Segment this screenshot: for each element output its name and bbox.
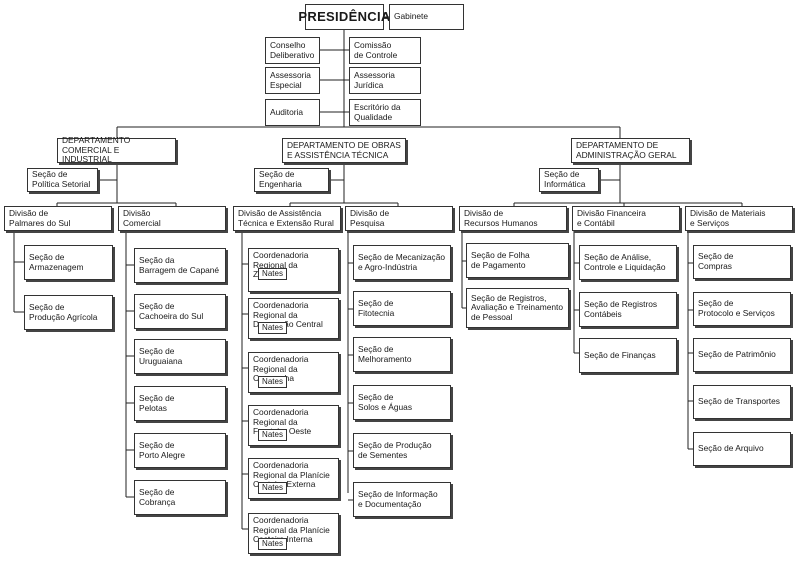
- nates-box: Nates: [258, 322, 287, 334]
- conselho-deliberativo-box: Conselho Deliberativo: [265, 37, 320, 64]
- div-palmares-do-sul: Divisão de Palmares do Sul: [4, 206, 112, 231]
- secao-palmares-item: Seção de Produção Agrícola: [24, 295, 113, 330]
- div-financeira-contabil: Divisão Financeira e Contábil: [572, 206, 680, 231]
- escritorio-qualidade-box: Escritório da Qualidade: [349, 99, 421, 126]
- secao-comercial-item: Seção de Cobrança: [134, 480, 226, 515]
- secao-materiais-item: Seção de Patrimônio: [693, 338, 791, 372]
- div-assistencia-tecnica: Divisão de Assistência Técnica e Extensã…: [233, 206, 341, 231]
- secao-engenharia: Seção de Engenharia: [254, 168, 329, 192]
- assessoria-especial-box: Assessoria Especial: [265, 67, 320, 94]
- secao-materiais-item: Seção de Compras: [693, 245, 791, 279]
- dept-comercial-industrial: DEPARTAMENTO COMERCIAL E INDUSTRIAL: [57, 135, 176, 164]
- nates-box: Nates: [258, 376, 287, 388]
- secao-comercial-item: Seção de Porto Alegre: [134, 433, 226, 468]
- secao-comercial-item: Seção da Barragem de Capané: [134, 248, 226, 283]
- secao-materiais-item: Seção de Arquivo: [693, 432, 791, 466]
- secao-materiais-item: Seção de Transportes: [693, 385, 791, 419]
- secao-comercial-item: Seção de Pelotas: [134, 386, 226, 421]
- div-recursos-humanos: Divisão de Recursos Humanos: [459, 206, 567, 231]
- secao-comercial-item: Seção de Cachoeira do Sul: [134, 294, 226, 329]
- assessoria-juridica-box: Assessoria Jurídica: [349, 67, 421, 94]
- presidencia-box: PRESIDÊNCIA: [298, 4, 390, 30]
- dept-administracao-geral: DEPARTAMENTO DE ADMINISTRAÇÃO GERAL: [571, 138, 690, 163]
- secao-financeira-item: Seção de Análise, Controle e Liquidação: [579, 245, 677, 280]
- div-comercial: Divisão Comercial: [118, 206, 226, 231]
- secao-politica-setorial: Seção de Política Setorial: [27, 168, 98, 192]
- gabinete-box: Gabinete: [389, 4, 464, 30]
- secao-pesquisa-item: Seção de Informação e Documentação: [353, 482, 451, 517]
- secao-palmares-item: Seção de Armazenagem: [24, 245, 113, 280]
- dept-obras-assistencia: DEPARTAMENTO DE OBRAS E ASSISTÊNCIA TÉCN…: [282, 138, 406, 163]
- nates-box: Nates: [258, 538, 287, 550]
- div-materiais-servicos: Divisão de Materiais e Serviços: [685, 206, 793, 231]
- comissao-controle-box: Comissão de Controle: [349, 37, 421, 64]
- secao-pesquisa-item: Seção de Fitotecnia: [353, 291, 451, 326]
- nates-box: Nates: [258, 482, 287, 494]
- secao-financeira-item: Seção de Registros Contábeis: [579, 292, 677, 327]
- secao-pesquisa-item: Seção de Produção de Sementes: [353, 433, 451, 468]
- secao-pesquisa-item: Seção de Solos e Águas: [353, 385, 451, 420]
- secao-pesquisa-item: Seção de Melhoramento: [353, 337, 451, 372]
- auditoria-box: Auditoria: [265, 99, 320, 126]
- secao-materiais-item: Seção de Protocolo e Serviços: [693, 292, 791, 326]
- secao-informatica: Seção de Informática: [539, 168, 599, 192]
- secao-pesquisa-item: Seção de Mecanização e Agro-Indústria: [353, 245, 451, 280]
- nates-box: Nates: [258, 268, 287, 280]
- secao-rh-item: Seção de Registros, Avaliação e Treiname…: [466, 288, 569, 328]
- nates-box: Nates: [258, 429, 287, 441]
- div-pesquisa: Divisão de Pesquisa: [345, 206, 453, 231]
- secao-rh-item: Seção de Folha de Pagamento: [466, 243, 569, 278]
- secao-financeira-item: Seção de Finanças: [579, 338, 677, 373]
- secao-comercial-item: Seção de Uruguaiana: [134, 339, 226, 374]
